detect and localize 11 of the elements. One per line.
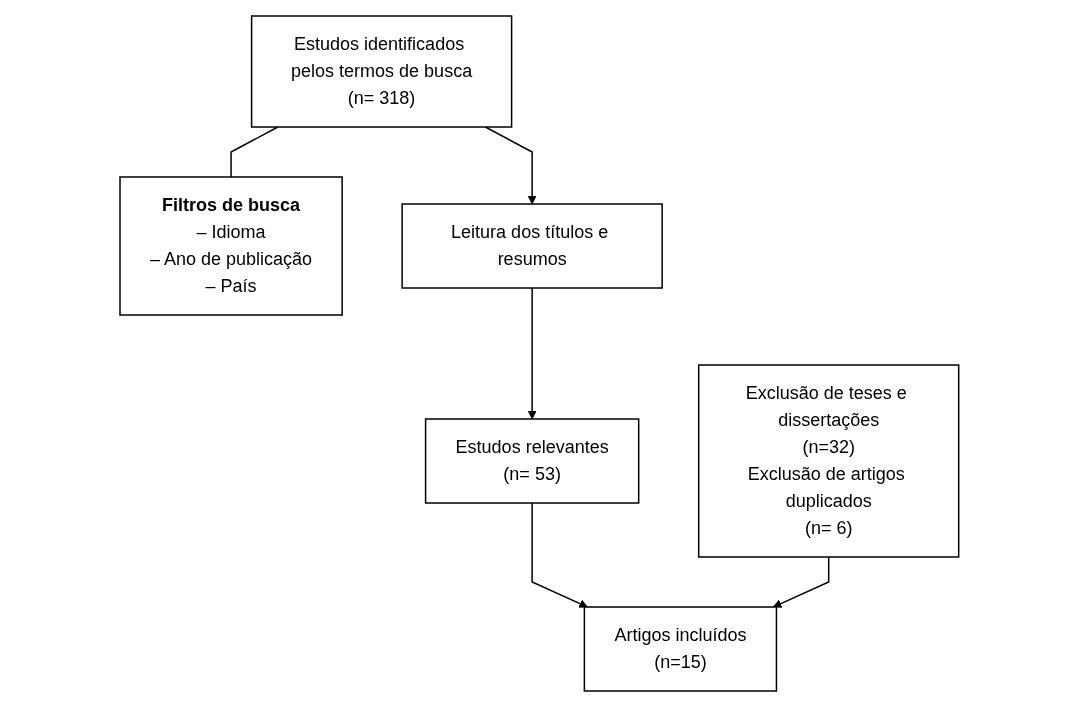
arrow (531, 501, 588, 608)
node-box: Exclusão de teses e dissertações (n=32) Exclusão de artigos duplicados (n= 6) (697, 363, 960, 558)
arrow (484, 125, 537, 204)
node-box: Estudos identificados pelos termos de busca (n= 318) (250, 14, 512, 128)
arrow (527, 286, 537, 419)
node-box: Filtros de busca – Idioma – Ano de publicação – País (118, 175, 343, 316)
node-box: Artigos incluídos (n=15) (583, 605, 777, 692)
node-box: Estudos relevantes (n= 53) (424, 417, 640, 504)
node-box: Leitura dos títulos e resumos (401, 202, 663, 289)
arrow (772, 555, 830, 608)
connector (230, 125, 279, 178)
